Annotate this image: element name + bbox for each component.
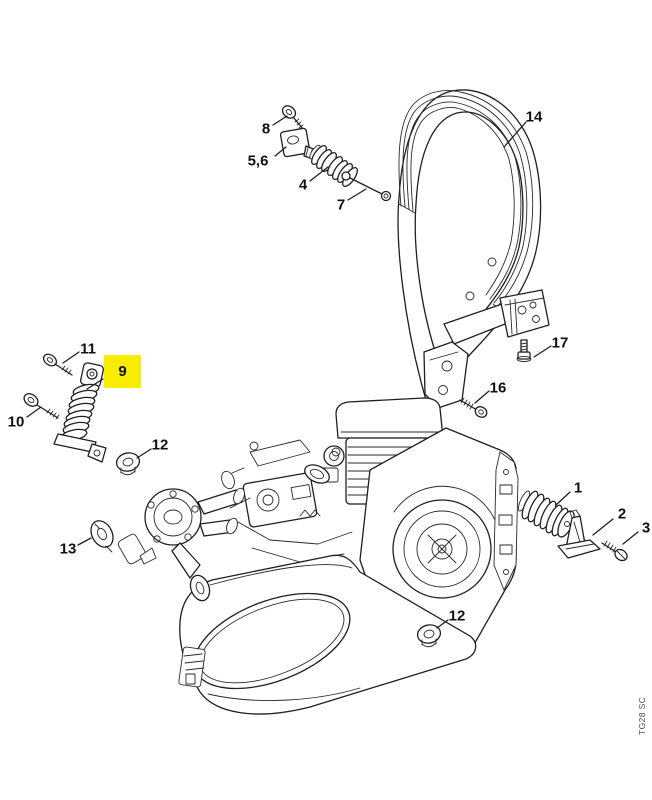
isolator-assembly [117, 487, 247, 604]
leader-12-left [137, 449, 151, 458]
leader-11 [63, 352, 79, 363]
callout-2[interactable]: 2 [617, 505, 627, 523]
screw-part-16 [460, 398, 489, 419]
callout-17[interactable]: 17 [551, 334, 569, 352]
leader-12-bottom [437, 620, 448, 628]
callout-9[interactable]: 9 [118, 363, 127, 380]
screw-part-11 [41, 352, 72, 375]
leader-16 [475, 391, 489, 403]
screw-part-8 [280, 103, 303, 129]
callout-14[interactable]: 14 [525, 108, 543, 126]
callout-13[interactable]: 13 [59, 540, 77, 558]
screw-part-17 [517, 340, 531, 362]
screw-part-3 [602, 541, 629, 563]
leader-3 [623, 532, 638, 544]
buffer-part-13 [87, 517, 118, 552]
spring-strut-part-9 [54, 362, 106, 462]
leader-lines [27, 116, 638, 628]
callout-5-6[interactable]: 5,6 [247, 152, 269, 170]
callout-16[interactable]: 16 [489, 379, 507, 397]
leader-2 [593, 519, 613, 535]
leader-4 [310, 167, 328, 181]
leader-7 [348, 189, 366, 200]
leader-1 [556, 492, 570, 505]
spring-part-1 [516, 489, 577, 539]
leader-17 [534, 346, 551, 357]
callout-11[interactable]: 11 [80, 340, 96, 358]
callout-1[interactable]: 1 [573, 479, 583, 497]
pin-part-7 [342, 172, 391, 201]
callout-12-left[interactable]: 12 [151, 436, 169, 454]
leader-14 [504, 122, 526, 147]
callout-3[interactable]: 3 [641, 519, 651, 537]
plug-part-12-left [114, 450, 142, 476]
spring-part-4 [308, 143, 360, 188]
drawing-code-watermark: TG28 SC [637, 696, 647, 735]
handlebar-part [398, 90, 549, 408]
screw-part-10 [22, 391, 59, 419]
callout-10[interactable]: 10 [7, 413, 25, 431]
callout-12-bottom[interactable]: 12 [448, 607, 466, 625]
leader-5-6 [275, 147, 286, 156]
callout-8[interactable]: 8 [261, 120, 271, 138]
rear-handle-tank [178, 555, 475, 714]
leader-8 [273, 116, 287, 125]
carburetor-assembly [219, 440, 352, 562]
leader-10 [27, 407, 41, 417]
callout-4[interactable]: 4 [298, 176, 308, 194]
leader-13 [78, 538, 91, 545]
callout-7[interactable]: 7 [336, 196, 346, 214]
leader-9 [87, 379, 103, 389]
bracket-part-2 [558, 510, 600, 558]
callout-9-highlight[interactable]: 9 [104, 355, 141, 388]
powerhead-body [178, 398, 518, 714]
